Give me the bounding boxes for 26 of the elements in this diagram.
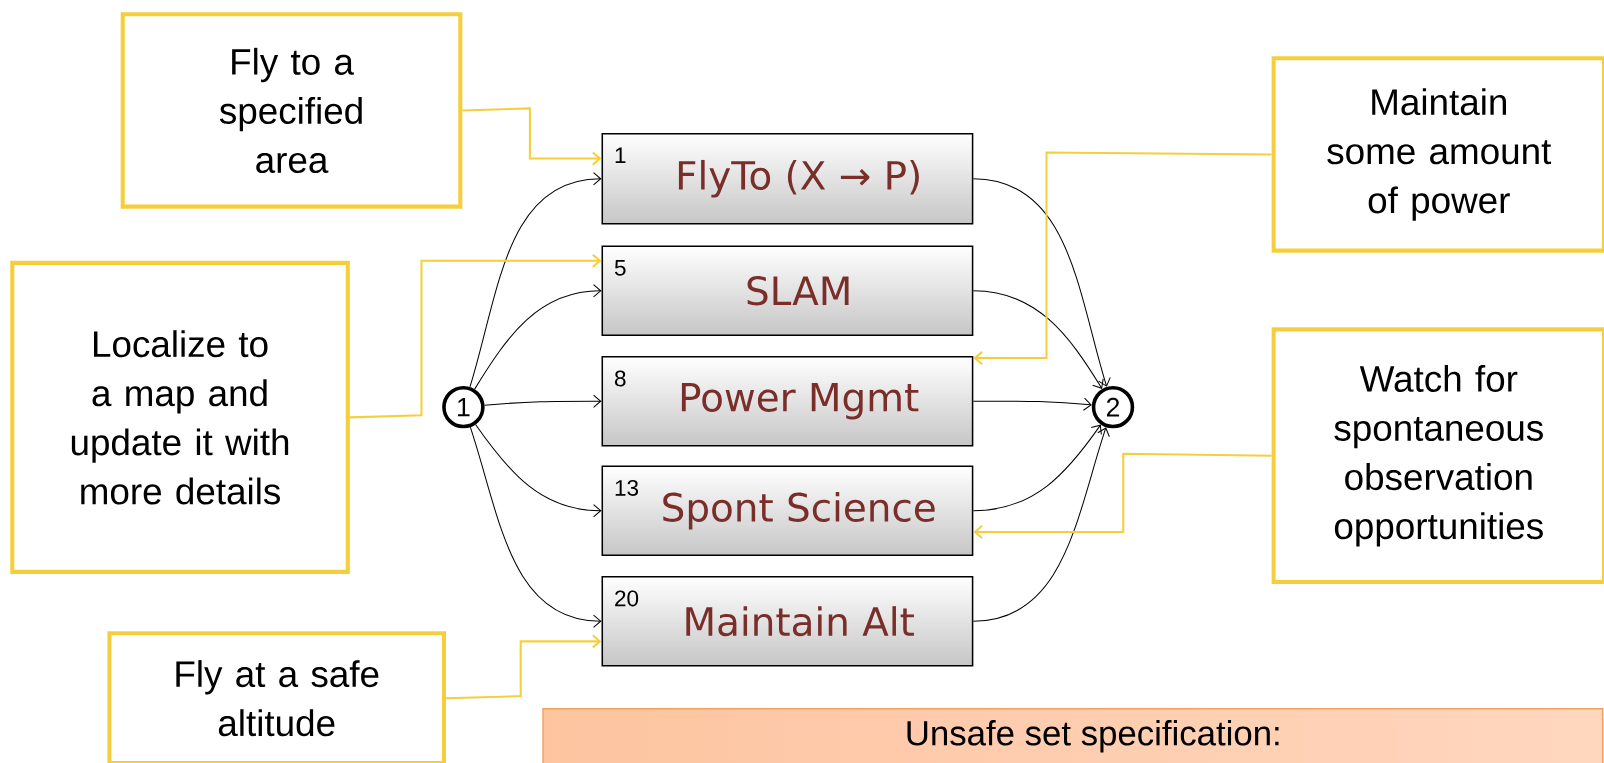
leader-line	[349, 253, 602, 419]
arrow	[972, 178, 1111, 387]
note-box: Fly at a safe altitude	[107, 631, 446, 763]
note-box: Watch for spontaneous observation opportunities	[1271, 327, 1604, 585]
arrow	[972, 424, 1102, 512]
leader-line	[973, 151, 1272, 365]
arrow	[972, 397, 1092, 411]
arrow	[484, 394, 602, 408]
specification-box: Unsafe set specification:	[542, 707, 1604, 763]
note-box: Fly to a specified area	[120, 12, 463, 209]
task-box: Maintain Alt 20	[601, 575, 974, 667]
arrow	[972, 290, 1104, 389]
arrow	[475, 423, 602, 518]
leader-line	[973, 452, 1272, 539]
arrow	[972, 427, 1110, 622]
arrow	[474, 284, 602, 390]
task-box: Power Mgmt 8	[601, 355, 974, 447]
arrow	[469, 426, 602, 628]
arrow	[469, 172, 602, 388]
task-box: Spont Science 13	[601, 465, 974, 556]
task-box: SLAM 5	[601, 245, 974, 336]
task-box: FlyTo (X → P) 1	[601, 132, 974, 225]
note-box: Localize to a map and update it with more details	[10, 260, 350, 574]
leader-line	[462, 107, 602, 166]
note-box: Maintain some amount of power	[1271, 56, 1604, 253]
leader-line	[446, 634, 602, 700]
